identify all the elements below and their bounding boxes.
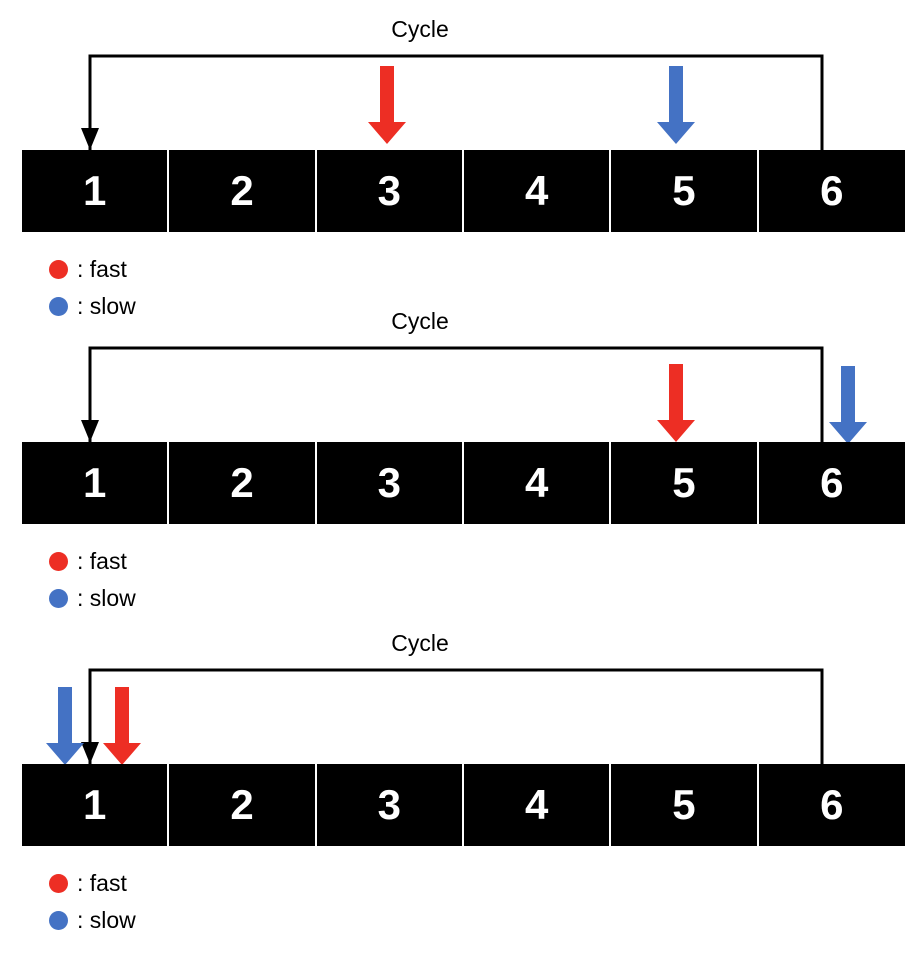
legend-label-fast: : fast [77,255,127,282]
cell-3: 3 [316,764,462,846]
legend-label-slow: : slow [77,584,136,611]
legend-row-fast: : fast [49,546,136,576]
cell-2: 2 [169,764,315,846]
red-circle-icon [49,551,68,571]
cell-1: 1 [22,442,168,524]
legend-row-fast: : fast [49,868,136,898]
legend-row-fast: : fast [49,254,136,284]
cell-2: 2 [169,442,315,524]
legend-row-slow: : slow [49,583,136,613]
red-circle-icon [49,873,68,893]
legend-3: : fast : slow [49,868,136,935]
legend-label-slow: : slow [77,906,136,933]
cell-4: 4 [463,764,610,846]
blue-circle-icon [49,588,68,608]
slow-pointer-arrow-1 [657,66,695,144]
panel-2: Cycle 1 2 3 4 5 6 : fast : slow [0,292,916,612]
cell-4: 4 [463,442,610,524]
cell-strip-1: 1 2 3 4 5 6 [22,150,905,232]
cell-5: 5 [611,764,757,846]
cell-5: 5 [611,150,757,232]
cell-6: 6 [758,150,905,232]
cell-4: 4 [463,150,610,232]
cell-1: 1 [22,150,168,232]
cell-6: 6 [758,442,905,524]
panel-1: Cycle 1 2 3 4 5 6 : fast : slow [0,0,916,320]
cell-3: 3 [316,150,462,232]
slow-pointer-arrow-2 [829,366,867,444]
cycle-label-2: Cycle [391,308,449,334]
panel-3: Cycle 1 2 3 4 5 6 : fast : slow [0,614,916,958]
cell-strip-3: 1 2 3 4 5 6 [22,764,905,846]
cell-3: 3 [316,442,462,524]
blue-circle-icon [49,910,68,930]
legend-row-slow: : slow [49,905,136,935]
cell-6: 6 [758,764,905,846]
legend-label-fast: : fast [77,869,127,896]
cell-5: 5 [611,442,757,524]
legend-1: : fast : slow [49,254,136,321]
cycle-label-1: Cycle [391,16,449,42]
cycle-label-3: Cycle [391,630,449,656]
legend-row-slow: : slow [49,291,136,321]
legend-label-slow: : slow [77,292,136,319]
cell-strip-2: 1 2 3 4 5 6 [22,442,905,524]
legend-2: : fast : slow [49,546,136,613]
red-circle-icon [49,259,68,279]
legend-label-fast: : fast [77,547,127,574]
fast-pointer-arrow-2 [657,364,695,442]
fast-pointer-arrow-1 [368,66,406,144]
slow-pointer-arrow-3 [46,687,84,765]
cell-2: 2 [169,150,315,232]
fast-pointer-arrow-3 [103,687,141,765]
cell-1: 1 [22,764,168,846]
blue-circle-icon [49,296,68,316]
